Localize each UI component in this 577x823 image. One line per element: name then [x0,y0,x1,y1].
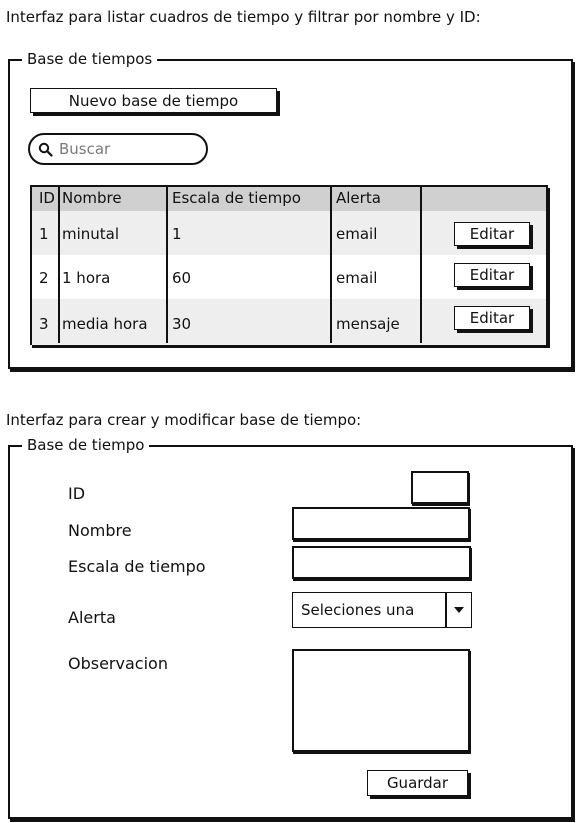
label-id: ID [68,484,86,503]
search-box[interactable] [28,133,208,165]
cell-nombre: 1 hora [62,269,111,287]
column-divider [58,187,60,343]
label-escala: Escala de tiempo [68,557,206,576]
time-base-form: Base de tiempo [8,436,573,819]
alerta-select-value: Seleciones una [301,601,415,619]
column-divider [420,187,422,343]
cell-nombre: media hora [62,315,148,333]
cell-alerta: mensaje [336,315,400,333]
column-divider [166,187,168,343]
form-caption: Interfaz para crear y modificar base de … [6,411,362,429]
cell-escala: 1 [172,225,182,243]
cell-escala: 60 [172,269,192,287]
alerta-select[interactable]: Seleciones una [292,592,472,628]
chevron-down-icon[interactable] [445,593,471,627]
header-id: ID [39,189,55,207]
label-alerta: Alerta [68,608,116,627]
cell-nombre: minutal [62,225,120,243]
escala-field[interactable] [292,546,471,579]
search-icon [38,142,53,157]
id-field[interactable] [411,471,469,504]
header-alerta: Alerta [336,189,381,207]
time-bases-panel: Base de tiempos [8,50,573,369]
list-caption: Interfaz para listar cuadros de tiempo y… [6,8,481,26]
time-bases-table: ID Nombre Escala de tiempo Alerta 1 minu… [30,185,548,345]
edit-button[interactable]: Editar [454,222,530,246]
table-header-row [32,187,546,211]
new-time-base-button[interactable]: Nuevo base de tiempo [30,88,277,113]
label-observacion: Observacion [68,654,168,673]
header-escala: Escala de tiempo [172,189,301,207]
panel-legend: Base de tiempos [22,50,158,68]
cell-escala: 30 [172,315,192,333]
form-legend: Base de tiempo [22,436,150,454]
header-nombre: Nombre [62,189,122,207]
observacion-field[interactable] [292,649,470,752]
cell-alerta: email [336,269,378,287]
search-input[interactable] [59,140,179,158]
cell-alerta: email [336,225,378,243]
edit-button[interactable]: Editar [454,306,530,330]
edit-button[interactable]: Editar [454,263,530,287]
cell-id: 1 [39,225,49,243]
column-divider [330,187,332,343]
cell-id: 2 [39,269,49,287]
save-button[interactable]: Guardar [367,770,468,796]
label-nombre: Nombre [68,521,132,540]
cell-id: 3 [39,315,49,333]
nombre-field[interactable] [292,507,470,540]
